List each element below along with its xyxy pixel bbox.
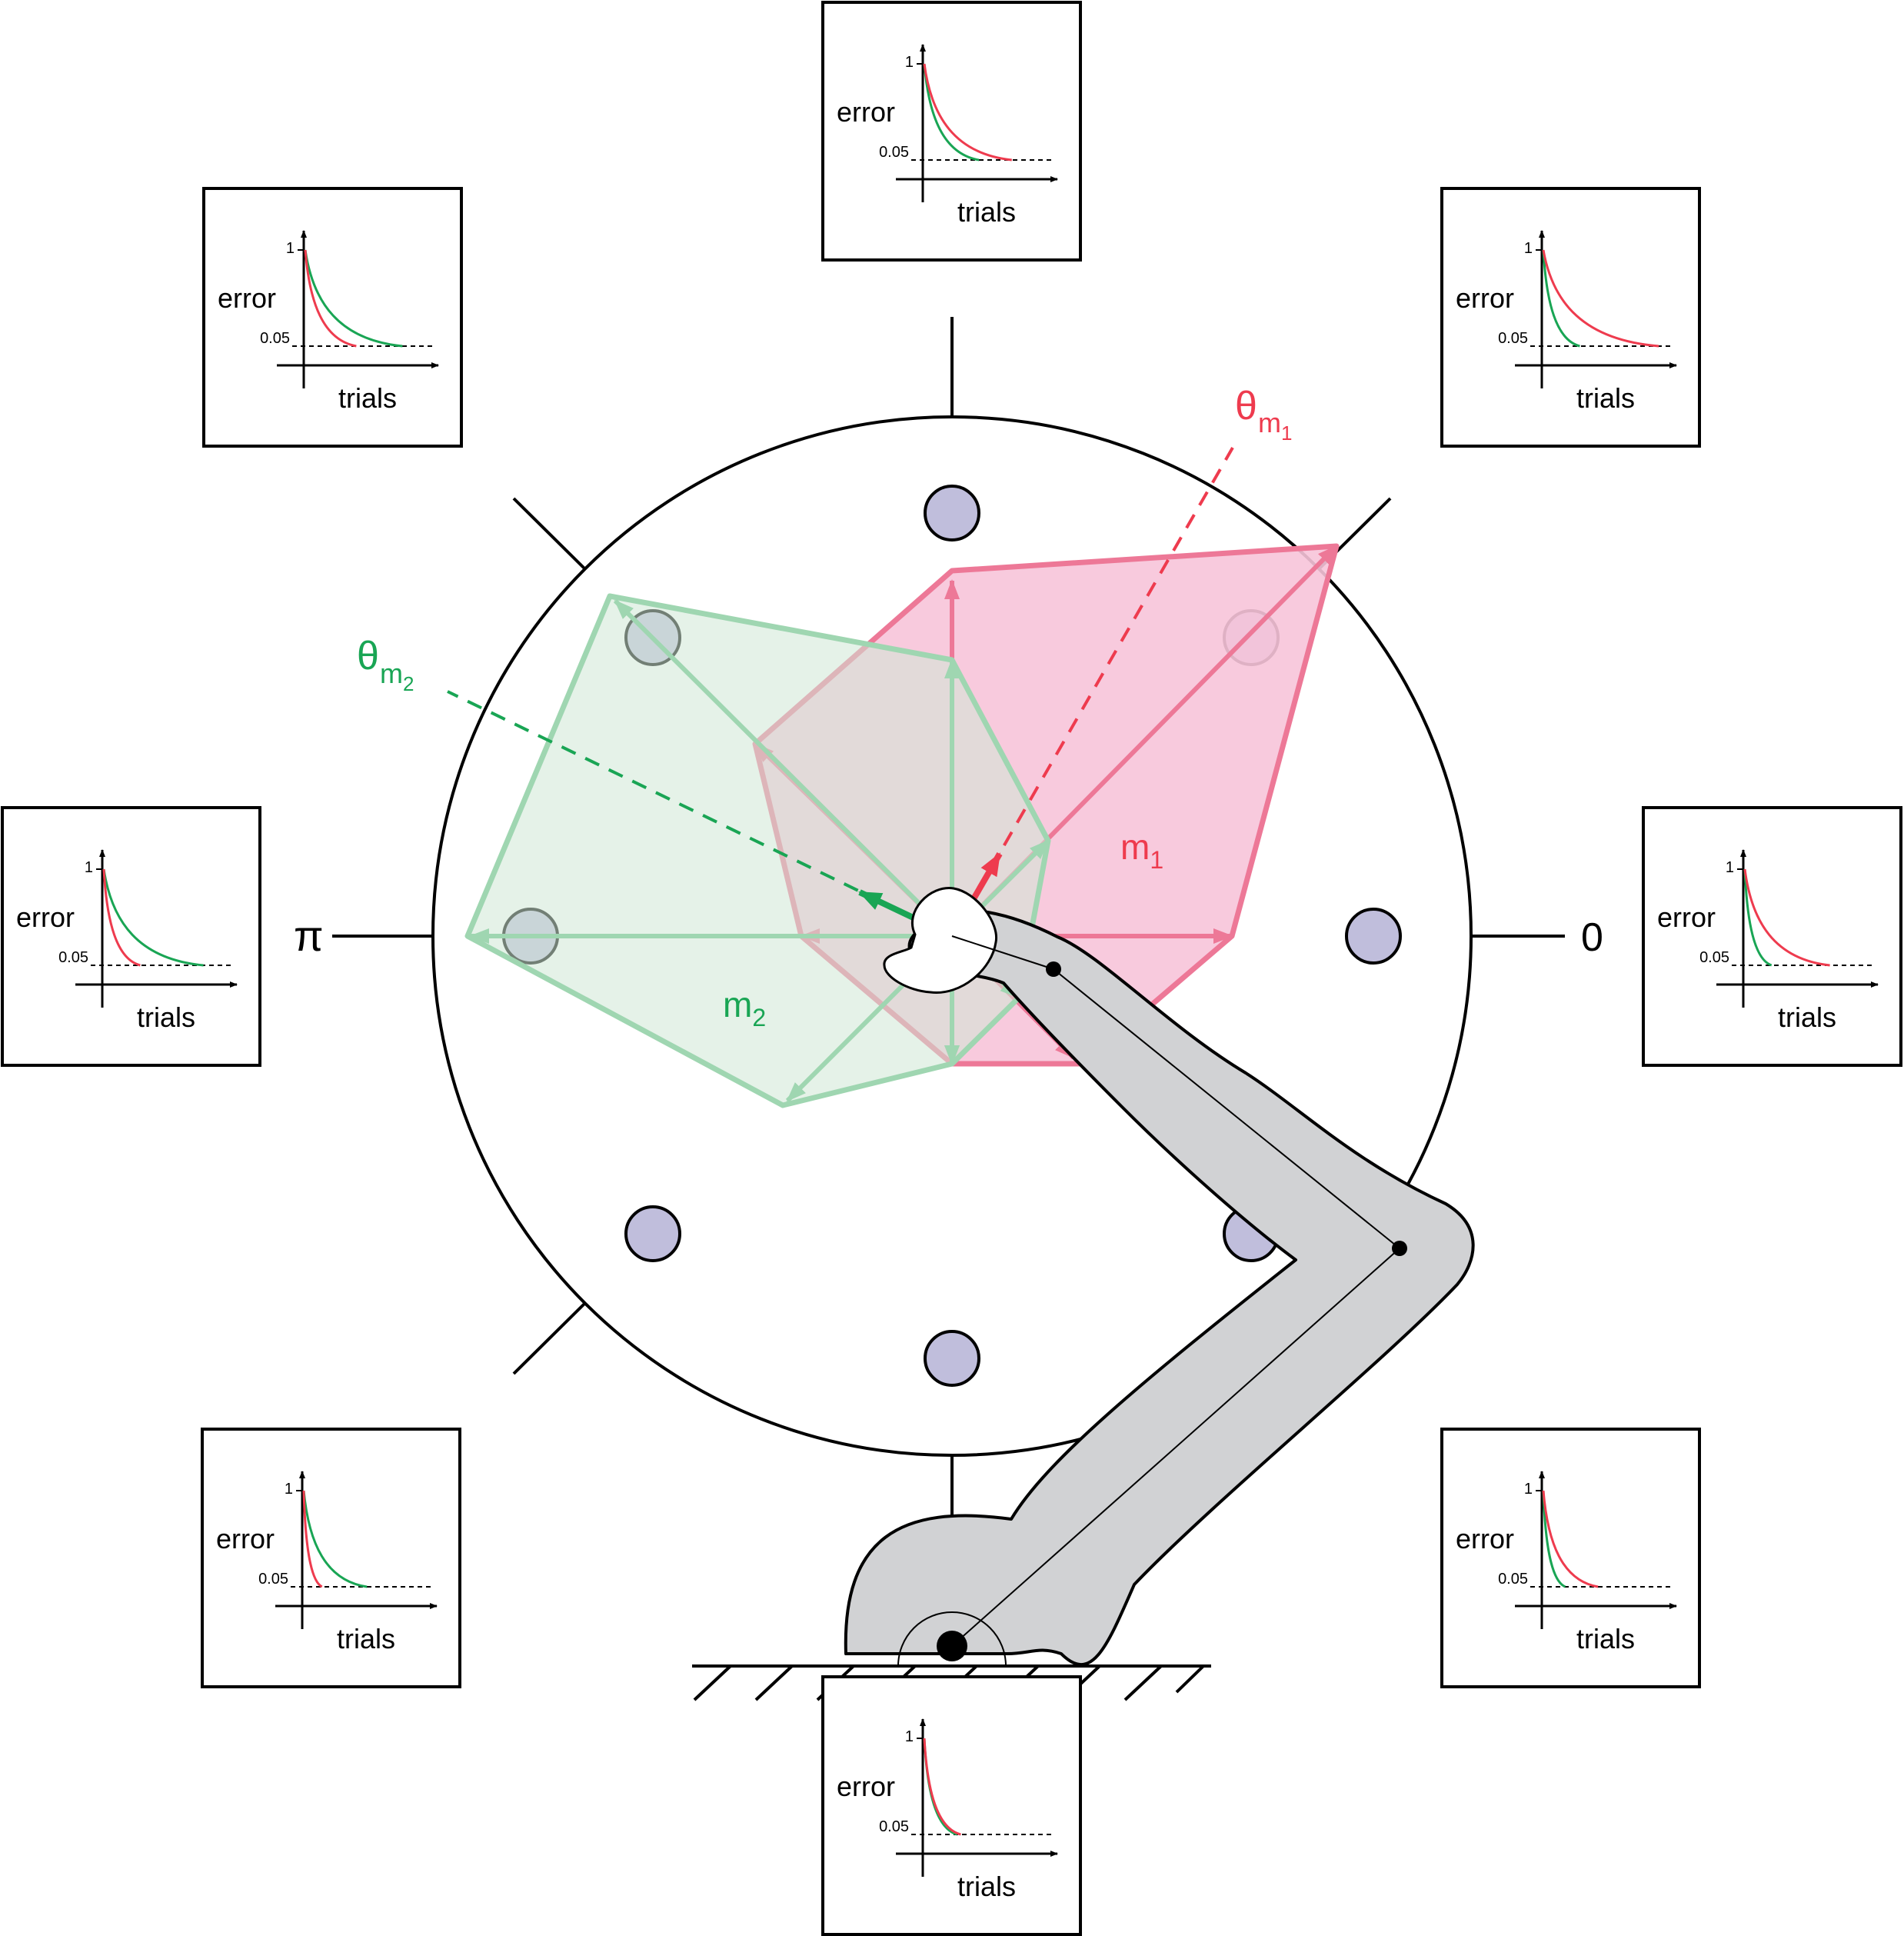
panel-y-tick-threshold: 0.05	[258, 1571, 288, 1588]
upperarm-link	[951, 1248, 1400, 1647]
panel-curve-m1	[1542, 1490, 1599, 1588]
panel-y-tick-threshold: 0.05	[260, 330, 290, 347]
ground-hatch	[754, 1664, 794, 1701]
m1-label: m1	[1120, 827, 1163, 874]
panel-y-tick-top: 1	[1524, 240, 1533, 257]
panel-y-tick-top: 1	[285, 1481, 293, 1498]
panel-y-tick-top: 1	[85, 859, 93, 876]
panel-frame	[201, 1428, 461, 1688]
panel-y-label: error	[1456, 282, 1514, 314]
shoulder-arc	[897, 1611, 1007, 1667]
forearm-line	[951, 935, 1054, 970]
panel-y-tick-threshold: 0.05	[1699, 949, 1729, 966]
elbow-joint	[1392, 1241, 1407, 1256]
panel-x-label: trials	[338, 382, 397, 414]
panel-y-tick-top: 1	[905, 1728, 914, 1745]
panel-y-tick-threshold: 0.05	[879, 144, 909, 161]
panel-curve-m1	[304, 249, 357, 348]
learning-curve-panel: 1 0.05 error trials	[1440, 1428, 1701, 1688]
shoulder-joint	[937, 1631, 967, 1661]
panel-curve-m1	[1542, 249, 1659, 348]
learning-curve-panel: 1 0.05 error trials	[201, 1428, 461, 1688]
learning-curve-panel: 1 0.05 error trials	[1440, 187, 1701, 448]
panel-curve-m2	[304, 249, 403, 348]
target-0	[1345, 908, 1402, 965]
ground-hatch	[693, 1664, 732, 1701]
learning-curve-panel: 1 0.05 error trials	[1, 806, 261, 1067]
hand-outline	[883, 887, 998, 994]
target-270	[924, 1330, 980, 1387]
panel-curve-m1	[102, 868, 141, 967]
panel-curve-m2	[302, 1490, 368, 1588]
panel-y-label: error	[837, 1771, 895, 1802]
panel-curve-m1	[923, 63, 1012, 162]
panel-frame	[1440, 187, 1701, 448]
panel-y-label: error	[1657, 901, 1716, 933]
theta-m2-sub: m	[380, 658, 403, 689]
panel-x-label: trials	[957, 1871, 1016, 1902]
panel-x-label: trials	[1576, 382, 1635, 414]
forearm-link	[1053, 968, 1400, 1249]
theta-m2-symbol: θ	[357, 634, 379, 678]
target-90	[924, 485, 980, 541]
panel-y-label: error	[1456, 1523, 1514, 1554]
angle-label-zero: 0	[1581, 915, 1603, 960]
learning-curve-panel: 1 0.05 error trials	[821, 1, 1082, 262]
panel-frame	[821, 1675, 1082, 1936]
panel-curve-m1	[1743, 868, 1830, 967]
panel-y-label: error	[216, 1523, 275, 1554]
theta-m2-subsub: 2	[403, 672, 414, 695]
learning-curve-panel: 1 0.05 error trials	[1642, 806, 1902, 1067]
ground-hatch	[1175, 1664, 1205, 1694]
theta-m1-subsub: 1	[1281, 422, 1292, 445]
arm-body	[844, 908, 1475, 1666]
tick-135	[512, 497, 587, 571]
panel-y-tick-threshold: 0.05	[58, 949, 88, 966]
panel-y-label: error	[16, 901, 75, 933]
panel-y-label: error	[837, 96, 895, 128]
ground-hatch	[1123, 1664, 1163, 1701]
m2-label-main: m2	[723, 985, 766, 1031]
panel-y-tick-threshold: 0.05	[879, 1818, 909, 1835]
learning-curve-panel: 1 0.05 error trials	[821, 1675, 1082, 1936]
panel-frame	[1, 806, 261, 1067]
panel-y-tick-top: 1	[286, 240, 295, 257]
theta-m2-label: θ m 2	[357, 634, 414, 695]
panel-x-label: trials	[1778, 1001, 1836, 1033]
tick-225	[512, 1301, 587, 1375]
panel-y-tick-threshold: 0.05	[1498, 330, 1528, 347]
panel-y-tick-top: 1	[1726, 859, 1734, 876]
panel-curve-m2	[1542, 249, 1580, 348]
panel-x-label: trials	[337, 1623, 395, 1654]
panel-frame	[1642, 806, 1902, 1067]
panel-y-tick-top: 1	[905, 54, 914, 71]
panel-x-label: trials	[1576, 1623, 1635, 1654]
panel-x-label: trials	[137, 1001, 195, 1033]
theta-m1-label: θ m 1	[1235, 384, 1292, 445]
learning-curve-panel: 1 0.05 error trials	[202, 187, 463, 448]
panel-y-tick-top: 1	[1524, 1481, 1533, 1498]
panel-curve-m1	[923, 1738, 961, 1836]
panel-frame	[202, 187, 463, 448]
arm	[844, 887, 1475, 1667]
panel-x-label: trials	[957, 196, 1016, 228]
wrist-joint	[1046, 961, 1061, 977]
theta-m1-symbol: θ	[1235, 384, 1257, 428]
target-225	[624, 1205, 681, 1262]
panel-frame	[1440, 1428, 1701, 1688]
theta-m1-sub: m	[1258, 407, 1281, 438]
m2-label: m2	[723, 985, 766, 1031]
panel-curve-m2	[102, 868, 204, 967]
panel-curve-m2	[1743, 868, 1773, 967]
panel-y-label: error	[218, 282, 276, 314]
panel-y-tick-threshold: 0.05	[1498, 1571, 1528, 1588]
panel-curve-m1	[302, 1490, 323, 1588]
m1-label-main: m1	[1120, 827, 1163, 874]
m2-vector-135	[613, 598, 954, 938]
angle-label-pi: π	[294, 911, 324, 960]
